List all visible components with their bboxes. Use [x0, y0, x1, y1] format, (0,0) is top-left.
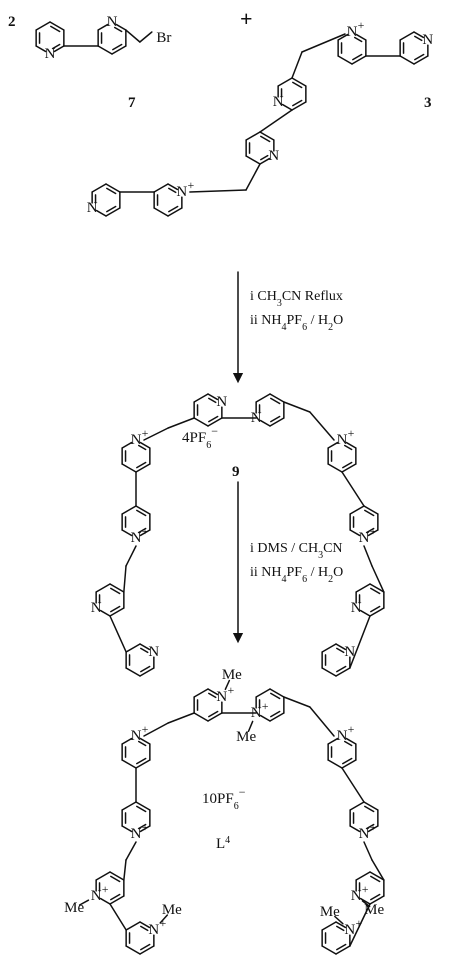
- positive-charge: +: [142, 820, 149, 834]
- pyridinium-nitrogen: N: [344, 922, 355, 938]
- label-compound-7: 7: [128, 95, 136, 111]
- positive-charge: +: [348, 722, 355, 736]
- product-counterion: 10PF6−: [202, 785, 246, 812]
- product-l4-structure: N+MeN+MeN+N+N+MeN+MeN+N+N+MeN+Me: [64, 667, 385, 955]
- pyridine-nitrogen: N: [91, 600, 102, 616]
- bromine-atom: Br: [156, 30, 171, 46]
- step2-condition-2: ii NH4PF6 / H2O: [250, 565, 343, 585]
- pyridinium-nitrogen: N: [216, 689, 227, 705]
- pyridine-nitrogen: N: [268, 148, 279, 164]
- compound9-counterion: 4PF6−: [182, 424, 218, 451]
- pyridinium-nitrogen: N: [337, 432, 348, 448]
- positive-charge: +: [102, 882, 109, 896]
- pyridine-nitrogen: N: [344, 644, 355, 660]
- positive-charge: +: [142, 524, 149, 538]
- pyridinium-nitrogen: N: [347, 24, 358, 40]
- label-compound-3: 3: [424, 95, 432, 111]
- pyridine-nitrogen: N: [87, 200, 98, 216]
- plus-sign: +: [240, 6, 253, 31]
- positive-charge: +: [355, 916, 362, 930]
- methyl-group: Me: [222, 667, 242, 683]
- positive-charge: +: [227, 683, 234, 697]
- step1-condition-2: ii NH4PF6 / H2O: [250, 313, 343, 333]
- pyridine-nitrogen: N: [273, 94, 284, 110]
- positive-charge: +: [159, 916, 166, 930]
- pyridine-nitrogen: N: [107, 14, 118, 30]
- positive-charge: +: [187, 178, 194, 192]
- label-compound-9: 9: [232, 464, 240, 480]
- positive-charge: +: [358, 18, 365, 32]
- pyridinium-nitrogen: N: [131, 728, 142, 744]
- positive-charge: +: [142, 722, 149, 736]
- pyridine-nitrogen: N: [216, 394, 227, 410]
- product-ligand-label: L4: [216, 835, 230, 853]
- pyridinium-nitrogen: N: [337, 728, 348, 744]
- compound-7-structure: N N Br: [35, 14, 171, 62]
- coefficient-2: 2: [8, 14, 16, 30]
- positive-charge: +: [262, 699, 269, 713]
- pyridine-nitrogen: N: [45, 46, 56, 62]
- pyridinium-nitrogen: N: [359, 826, 370, 842]
- pyridine-nitrogen: N: [422, 32, 433, 48]
- positive-charge: +: [362, 882, 369, 896]
- positive-charge: +: [370, 820, 377, 834]
- pyridinium-nitrogen: N: [131, 826, 142, 842]
- step1-condition-1: i CH3CN Reflux: [250, 289, 343, 309]
- pyridinium-nitrogen: N: [131, 432, 142, 448]
- methyl-group: Me: [236, 729, 256, 745]
- compound-9-structure: NNN+N+NNN+N+NN: [91, 393, 385, 677]
- positive-charge: +: [370, 524, 377, 538]
- positive-charge: +: [348, 426, 355, 440]
- methyl-group: Me: [320, 904, 340, 920]
- methyl-group: Me: [64, 900, 84, 916]
- positive-charge: +: [142, 426, 149, 440]
- pyridinium-nitrogen: N: [359, 530, 370, 546]
- pyridine-nitrogen: N: [148, 644, 159, 660]
- methyl-group: Me: [162, 902, 182, 918]
- pyridinium-nitrogen: N: [91, 888, 102, 904]
- pyridinium-nitrogen: N: [351, 888, 362, 904]
- pyridinium-nitrogen: N: [176, 184, 187, 200]
- pyridinium-nitrogen: N: [131, 530, 142, 546]
- step2-condition-1: i DMS / CH3CN: [250, 541, 343, 561]
- pyridinium-nitrogen: N: [148, 922, 159, 938]
- pyridine-nitrogen: N: [351, 600, 362, 616]
